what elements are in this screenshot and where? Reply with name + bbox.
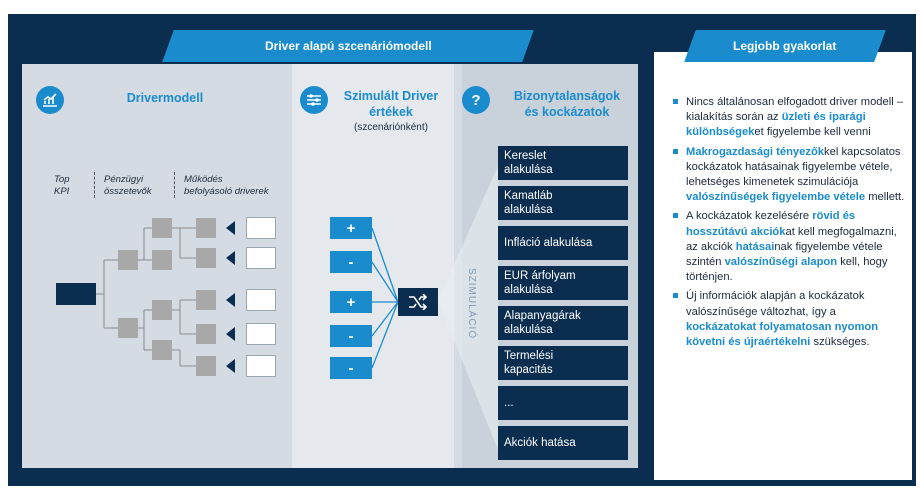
risk-item-line: Kamatláb (504, 190, 553, 202)
text-span: szükséges. (810, 336, 870, 349)
text-span: Nincs általánosan elfogadott driver mode… (686, 96, 904, 124)
risk-item-line: ... (504, 397, 514, 409)
driver-value-box (246, 355, 276, 377)
financial-node (152, 300, 172, 320)
level-operational-line-2: befolyásoló driverek (184, 186, 269, 197)
level-top-kpi-line-1: Top (54, 174, 70, 185)
text-span: A kockázatok kezelésére (686, 210, 813, 223)
risk-item: EUR árfolyam alakulása (498, 266, 628, 300)
risk-item-line: Infláció alakulása (504, 237, 593, 249)
risk-item-line: Akciók hatása (504, 437, 576, 449)
simulated-title-line-1: Szimulált Driver (343, 89, 439, 103)
level-top-kpi-line-2: KPI (54, 186, 70, 197)
risk-item-line: alakulása (504, 204, 553, 216)
driver-node (196, 248, 216, 268)
financial-node (152, 218, 172, 238)
driver-node (196, 290, 216, 310)
sign-plus: + (330, 217, 372, 239)
chart-icon (36, 86, 64, 114)
sign-minus: - (330, 325, 372, 347)
simulated-title-line-2: értékek (369, 105, 413, 119)
best-practice-panel (654, 52, 912, 480)
risk-item: Termelési kapacitás (498, 346, 628, 380)
text-span: Új információk alapján a kockázatok való… (686, 290, 865, 318)
arrow-left-icon (226, 359, 235, 373)
text-span: et figyelembe kell venni (754, 126, 871, 139)
level-divider (94, 172, 95, 198)
text-span: kel kapcsolatos kockázatok hatásainak fi… (686, 145, 901, 189)
risk-item: Alapanyagárak alakulása (498, 306, 628, 340)
simulation-label: SZIMULÁCIÓ (466, 268, 477, 340)
financial-node (118, 250, 138, 270)
level-financial-line-1: Pénzügyi (104, 174, 144, 185)
question-icon: ? (462, 86, 490, 114)
risk-item-line: kapacitás (504, 364, 553, 376)
risk-item-line: Kereslet (504, 150, 547, 162)
sign-plus: + (330, 291, 372, 313)
level-operational-line-1: Működés (184, 174, 223, 185)
driver-model-title: Drivermodell (126, 91, 204, 105)
highlight-span: valószínűségi alapon (724, 256, 838, 269)
financial-node (152, 250, 172, 270)
sign-minus: - (330, 357, 372, 379)
risk-item-line: alakulása (504, 284, 553, 296)
shuffle-icon (398, 288, 438, 316)
highlight-span: Makrogazdasági tényezők (686, 145, 825, 158)
risk-item: ... (498, 386, 628, 420)
driver-value-box (246, 217, 276, 239)
risk-item: Infláció alakulása (498, 226, 628, 260)
risk-item-line: alakulása (504, 164, 553, 176)
risk-item: Kamatláb alakulása (498, 186, 628, 220)
level-financial: Pénzügyi összetevők (104, 174, 152, 198)
level-financial-line-2: összetevők (104, 186, 152, 197)
simulated-values-column (292, 64, 454, 468)
best-practice-item: A kockázatok kezelésére rövid és hosszút… (670, 209, 906, 285)
uncertainty-title: Bizonytalanságok és kockázatok (496, 88, 638, 120)
sign-minus: - (330, 251, 372, 273)
text-span: at kell megfogalmazni, az akciók (686, 225, 897, 253)
highlight-span: kockázatokat folyamatosan nyomon követni… (686, 320, 879, 349)
arrow-left-icon (226, 221, 235, 235)
risk-item: Akciók hatása (498, 426, 628, 460)
best-practice-list: Nincs általánosan elfogadott driver mode… (670, 95, 906, 354)
arrow-left-icon (226, 251, 235, 265)
highlight-span: üzleti és iparági különbségek (686, 111, 866, 139)
text-span: nak figyelembe vétele szintén (686, 240, 883, 269)
sliders-icon (300, 86, 328, 114)
level-operational: Működés befolyásoló driverek (184, 174, 269, 198)
uncertainty-title-line-2: és kockázatok (524, 105, 610, 119)
driver-value-box (246, 289, 276, 311)
arrow-left-icon (226, 327, 235, 341)
financial-node (152, 340, 172, 360)
text-span: mellett. (865, 191, 905, 204)
level-divider (174, 172, 175, 198)
driver-node (196, 356, 216, 376)
risk-item-line: alakulása (504, 324, 553, 336)
simulated-subtitle: (szcenáriónként) (354, 122, 428, 133)
driver-value-box (246, 247, 276, 269)
driver-node (196, 218, 216, 238)
highlight-span: valószínűségek figyelembe vétele (686, 191, 866, 204)
risk-item-line: EUR árfolyam (504, 270, 576, 282)
driver-value-box (246, 323, 276, 345)
risk-item: Kereslet alakulása (498, 146, 628, 180)
best-practice-item: Új információk alapján a kockázatok való… (670, 289, 906, 350)
driver-node (196, 324, 216, 344)
text-span: kell, hogy történjen. (686, 256, 888, 284)
uncertainty-title-line-1: Bizonytalanságok (513, 89, 621, 103)
highlight-span: rövid és hosszútávú akciók (686, 210, 856, 238)
risk-item-line: Termelési (504, 350, 554, 362)
best-practice-item: Nincs általánosan elfogadott driver mode… (670, 95, 906, 141)
level-top-kpi: Top KPI (54, 174, 70, 198)
simulated-title: Szimulált Driver értékek (330, 88, 452, 120)
best-practice-item: Makrogazdasági tényezőkkel kapcsolatos k… (670, 145, 906, 206)
arrow-left-icon (226, 293, 235, 307)
financial-node (118, 318, 138, 338)
highlight-span: hatásai (735, 240, 775, 253)
top-kpi-box (56, 283, 96, 305)
risk-item-line: Alapanyagárak (504, 310, 581, 322)
